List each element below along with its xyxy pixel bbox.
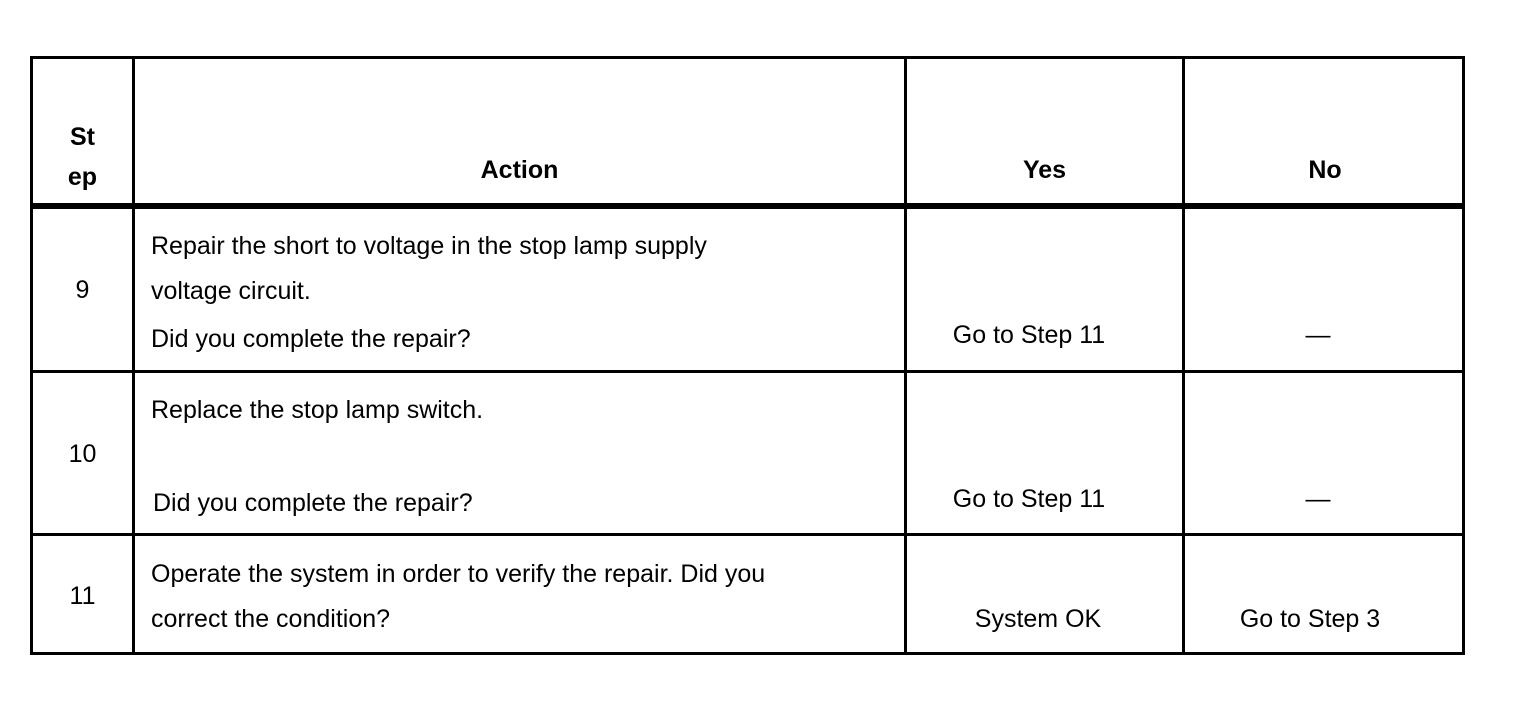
header-step-line2: ep — [67, 163, 98, 191]
action-question: Did you complete the repair? — [153, 489, 473, 517]
no-result: — — [1305, 485, 1331, 513]
yes-result: Go to Step 11 — [952, 321, 1106, 349]
action-line: Replace the stop lamp switch. — [151, 396, 484, 424]
action-line: Repair the short to voltage in the stop … — [151, 232, 707, 260]
column-divider — [132, 59, 135, 652]
yes-result: System OK — [974, 605, 1102, 633]
column-divider — [1182, 59, 1185, 652]
row-divider — [33, 533, 1462, 536]
action-question: correct the condition? — [151, 605, 391, 633]
action-question: Did you complete the repair? — [151, 325, 471, 353]
header-step: St ep — [33, 117, 132, 197]
header-action: Action — [480, 156, 559, 184]
no-result: Go to Step 3 — [1239, 605, 1381, 633]
step-number: 11 — [69, 582, 96, 610]
step-number: 9 — [75, 276, 90, 304]
diagnostic-table: St ep Action Yes No 9 Repair the short t… — [30, 56, 1465, 655]
yes-result: Go to Step 11 — [952, 485, 1106, 513]
step-number: 10 — [68, 440, 97, 468]
header-step-line1: St — [70, 123, 95, 151]
action-line: Operate the system in order to verify th… — [151, 560, 766, 588]
no-result: — — [1305, 321, 1331, 349]
header-divider — [33, 203, 1462, 209]
header-yes: Yes — [1022, 156, 1067, 184]
header-no: No — [1308, 156, 1342, 184]
action-line: voltage circuit. — [151, 277, 311, 305]
column-divider — [904, 59, 907, 652]
row-divider — [33, 370, 1462, 373]
